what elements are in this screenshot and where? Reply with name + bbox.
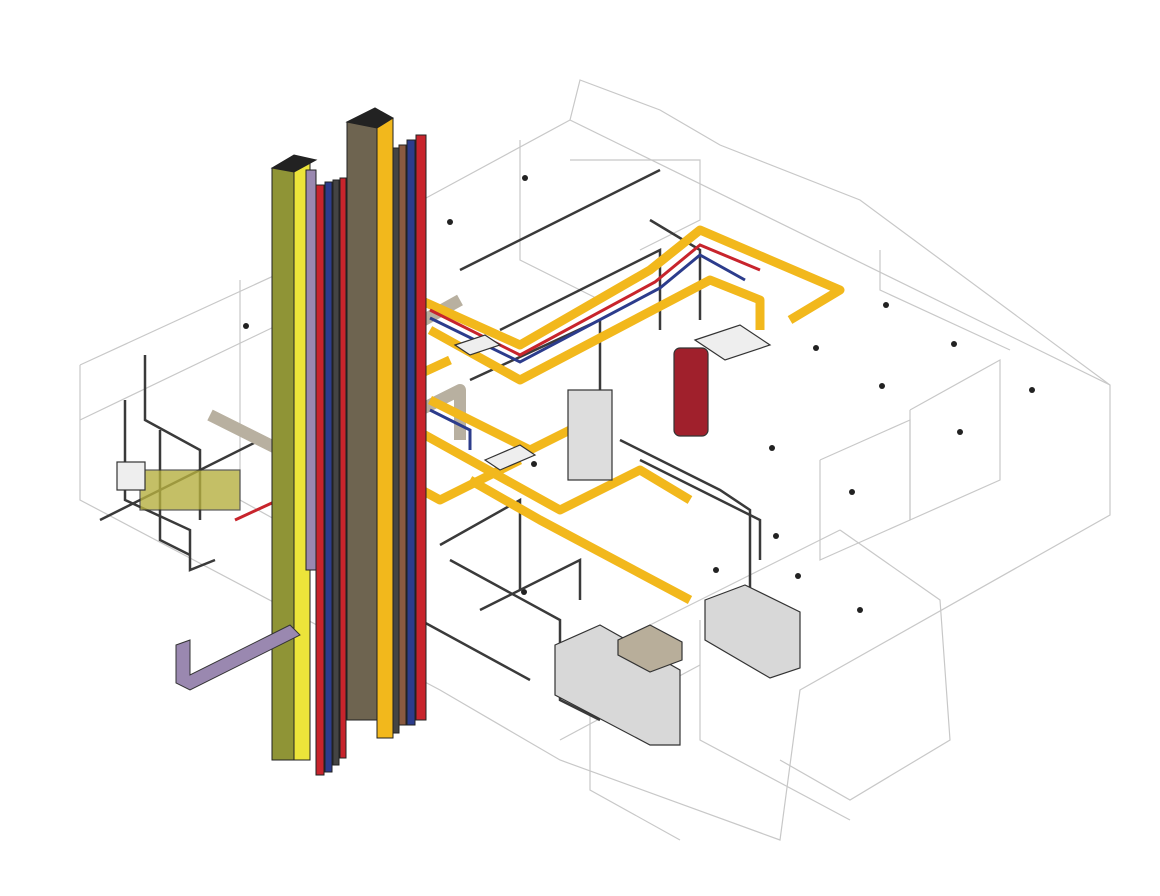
riser-lilac xyxy=(305,169,317,571)
yellow-green-plenum xyxy=(139,469,241,511)
riser-red-1 xyxy=(315,184,325,776)
riser-dark-2 xyxy=(392,147,400,734)
vertical-risers xyxy=(270,107,427,776)
air-handler xyxy=(567,389,613,481)
riser-brown xyxy=(346,121,378,721)
riser-red-2 xyxy=(339,177,347,759)
exhaust-duct xyxy=(175,624,301,691)
riser-orange xyxy=(376,117,394,739)
fixture xyxy=(116,461,146,491)
red-tank xyxy=(673,347,709,437)
riser-olive xyxy=(271,167,295,761)
riser-red-3 xyxy=(415,134,427,721)
equipment xyxy=(116,324,801,746)
riser-blue-1 xyxy=(324,181,333,773)
riser-blue-2 xyxy=(406,139,416,726)
riser-brown-2 xyxy=(398,144,407,726)
riser-dark-1 xyxy=(332,179,340,766)
